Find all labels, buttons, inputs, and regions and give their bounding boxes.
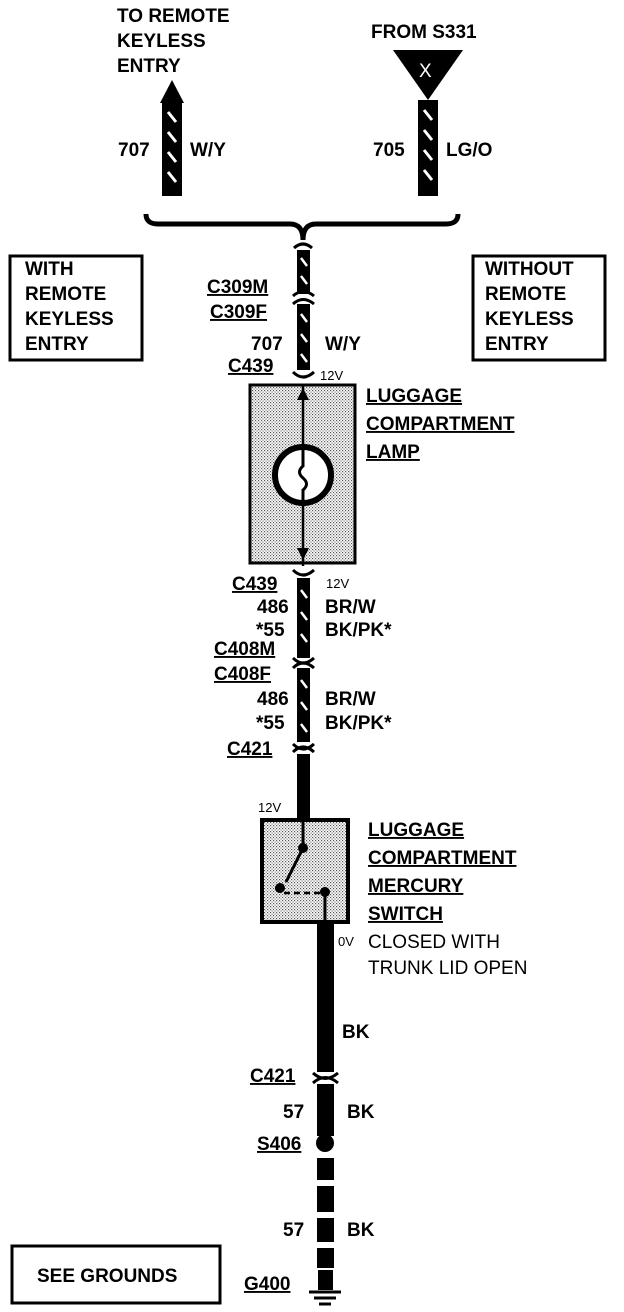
connector-c408f-label: C408F <box>214 664 271 685</box>
box-right-line-3: KEYLESS <box>485 309 574 330</box>
to-remote-heading-1: TO REMOTE <box>117 6 230 27</box>
wire-486-upper <box>297 578 310 658</box>
wire-bend <box>293 242 313 250</box>
wire-705 <box>418 100 438 196</box>
box-right-line-4: ENTRY <box>485 334 549 355</box>
lamp-title-2: COMPARTMENT <box>366 414 515 435</box>
wire-color-wy-mid-label: W/Y <box>325 334 361 355</box>
switch-title-2: COMPARTMENT <box>368 848 517 869</box>
ground-g400-label: G400 <box>244 1274 290 1295</box>
splice-s406-label: S406 <box>257 1134 301 1155</box>
wire-color-brw-label: BR/W <box>325 597 376 618</box>
box-left-line-4: ENTRY <box>25 334 89 355</box>
connector-c421-upper-m-icon <box>291 742 316 751</box>
switch-note-2: TRUNK LID OPEN <box>368 958 527 979</box>
box-left-line-3: KEYLESS <box>25 309 114 330</box>
wire-57-upper <box>317 1084 334 1136</box>
wire-color-bkpk-lower-label: BK/PK* <box>325 713 392 734</box>
splice-x-mark: X <box>419 61 432 82</box>
option-brace <box>143 213 461 241</box>
wire-color-bk-upper-label: BK <box>347 1102 375 1123</box>
switch-title-3: MERCURY <box>368 876 464 897</box>
lamp-title-1: LUGGAGE <box>366 386 462 407</box>
to-remote-heading-2: KEYLESS <box>117 31 206 52</box>
from-s331-heading: FROM S331 <box>371 22 477 43</box>
switch-note-1: CLOSED WITH <box>368 932 500 953</box>
connector-c421-upper-f-icon <box>291 745 316 754</box>
wire-bk-upper <box>317 924 334 1072</box>
connector-c421-lower-f-icon <box>311 1076 339 1085</box>
connector-c408f-icon <box>291 661 316 670</box>
with-remote-keyless-entry-box: WITH REMOTE KEYLESS ENTRY <box>8 254 144 362</box>
see-grounds-label: SEE GROUNDS <box>37 1266 177 1287</box>
switch-title-1: LUGGAGE <box>368 820 464 841</box>
switch-arm <box>284 847 305 883</box>
voltage-12v-lamp-out: 12V <box>326 576 349 591</box>
from-s331-group: FROM S331 X 705 LG/O <box>371 22 492 196</box>
wire-color-wy-label: W/Y <box>190 140 226 161</box>
voltage-12v-switch-in: 12V <box>258 800 281 815</box>
wire-color-brw-lower-label: BR/W <box>325 689 376 710</box>
luggage-compartment-lamp: LUGGAGE COMPARTMENT LAMP <box>248 383 515 566</box>
to-remote-keyless-entry-group: TO REMOTE KEYLESS ENTRY 707 W/Y <box>117 6 230 196</box>
lamp-title-3: LAMP <box>366 442 420 463</box>
arrow-up-icon <box>160 80 184 103</box>
wire-color-bkpk-label: BK/PK* <box>325 620 392 641</box>
connector-c421-lower-label: C421 <box>250 1066 296 1087</box>
connector-c309f-icon <box>291 298 315 306</box>
to-remote-heading-3: ENTRY <box>117 56 181 77</box>
box-left-line-1: WITH <box>25 259 74 280</box>
upper-wire-group: C309M C309F 707 W/Y C439 12V <box>207 242 361 383</box>
box-right-line-1: WITHOUT <box>485 259 574 280</box>
box-left-line-2: REMOTE <box>25 284 106 305</box>
wire-707-to-c309 <box>297 250 310 294</box>
see-grounds-link[interactable]: SEE GROUNDS <box>10 1244 222 1305</box>
connector-c439-bottom-icon <box>291 568 316 577</box>
circuit-707-mid-label: 707 <box>251 334 283 355</box>
switch-housing <box>260 818 350 924</box>
voltage-0v-switch-out: 0V <box>338 934 354 949</box>
circuit-57-lower-label: 57 <box>283 1220 304 1241</box>
circuit-55-lower-label: *55 <box>256 713 285 734</box>
splice-triangle-icon <box>393 50 463 100</box>
bulb-icon <box>272 444 334 506</box>
connector-c408m-label: C408M <box>214 639 275 660</box>
wire-stripe <box>166 111 178 183</box>
switch-title-4: SWITCH <box>368 904 443 925</box>
wire-color-bk-label: BK <box>342 1022 370 1043</box>
circuit-57-upper-label: 57 <box>283 1102 304 1123</box>
filament-icon <box>298 450 308 500</box>
connector-c439-top-icon <box>291 370 316 379</box>
c408-group: C408M C408F 486 BR/W *55 BK/PK* C421 <box>214 639 392 820</box>
circuit-55-label: *55 <box>256 620 285 641</box>
box-right-line-2: REMOTE <box>485 284 566 305</box>
switch-contact-left <box>275 883 285 893</box>
circuit-707-label: 707 <box>118 140 150 161</box>
circuit-486-lower-label: 486 <box>257 689 289 710</box>
connector-c421-upper-label: C421 <box>227 739 273 760</box>
connector-c309f-label: C309F <box>210 302 267 323</box>
circuit-705-label: 705 <box>373 140 405 161</box>
lower-ground-group: BK C421 57 BK S406 57 BK G400 <box>244 924 375 1306</box>
arrow-up-icon <box>297 388 309 400</box>
connector-c309m-icon <box>291 290 315 298</box>
connector-c439-bottom-label: C439 <box>232 574 277 595</box>
voltage-12v-top: 12V <box>320 368 343 383</box>
wire-stripe <box>422 109 434 181</box>
luggage-compartment-mercury-switch: 12V LUGGAGE COMPARTMENT MERCURY SWITCH 0… <box>258 800 527 979</box>
splice-s406-icon <box>316 1134 334 1152</box>
circuit-486-label: 486 <box>257 597 289 618</box>
wire-color-lgo-label: LG/O <box>446 140 492 161</box>
wire-707-upper <box>162 103 182 196</box>
lamp-output-group: C439 12V 486 BR/W *55 BK/PK* <box>232 568 392 658</box>
wire-color-bk-lower-label: BK <box>347 1220 375 1241</box>
arrow-down-icon <box>297 548 309 560</box>
connector-c309m-label: C309M <box>207 277 268 298</box>
wire-to-switch <box>297 754 310 820</box>
connector-c439-top-label: C439 <box>228 356 273 377</box>
without-remote-keyless-entry-box: WITHOUT REMOTE KEYLESS ENTRY <box>471 254 607 362</box>
